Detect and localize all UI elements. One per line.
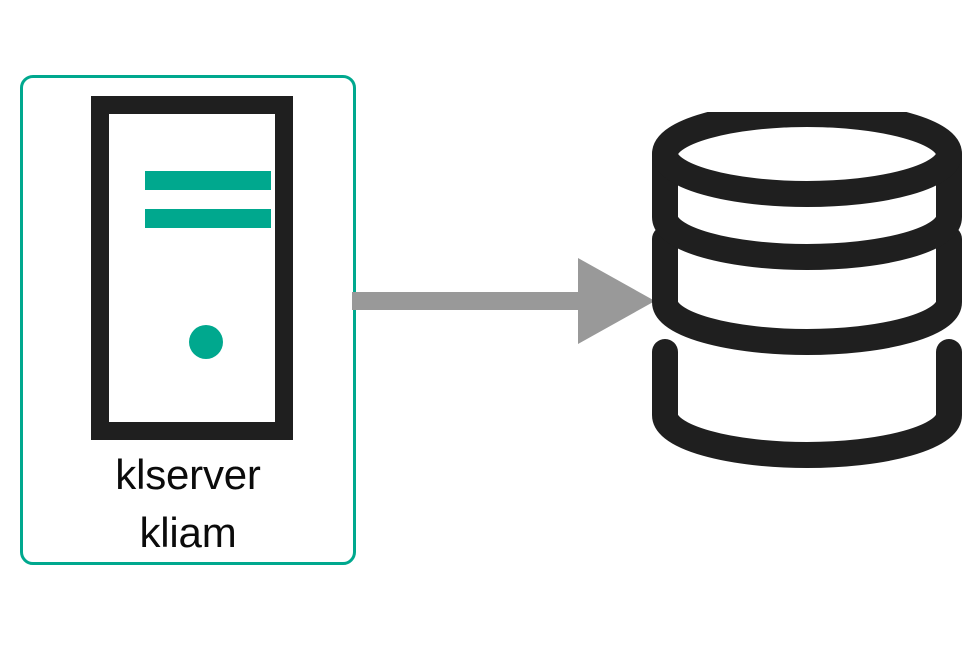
db-disc-bottom-body <box>652 339 962 468</box>
database-cylinder-icon <box>652 112 962 468</box>
right-arrow-icon <box>352 258 655 344</box>
server-node-card[interactable]: klserver kliam <box>20 75 356 565</box>
arrow-shape <box>352 258 655 344</box>
drive-bay-slot-top <box>145 171 271 190</box>
server-tower-icon <box>91 96 293 440</box>
server-node-label: klserver kliam <box>23 446 353 562</box>
server-label-line-2: kliam <box>139 508 237 556</box>
db-disc-top-body <box>652 141 962 270</box>
db-top-lid <box>652 112 962 207</box>
drive-bay-slot-bottom <box>145 209 271 228</box>
power-led-icon <box>189 325 223 359</box>
server-label-line-1: klserver <box>115 451 261 498</box>
db-disc-middle-body <box>652 226 962 355</box>
